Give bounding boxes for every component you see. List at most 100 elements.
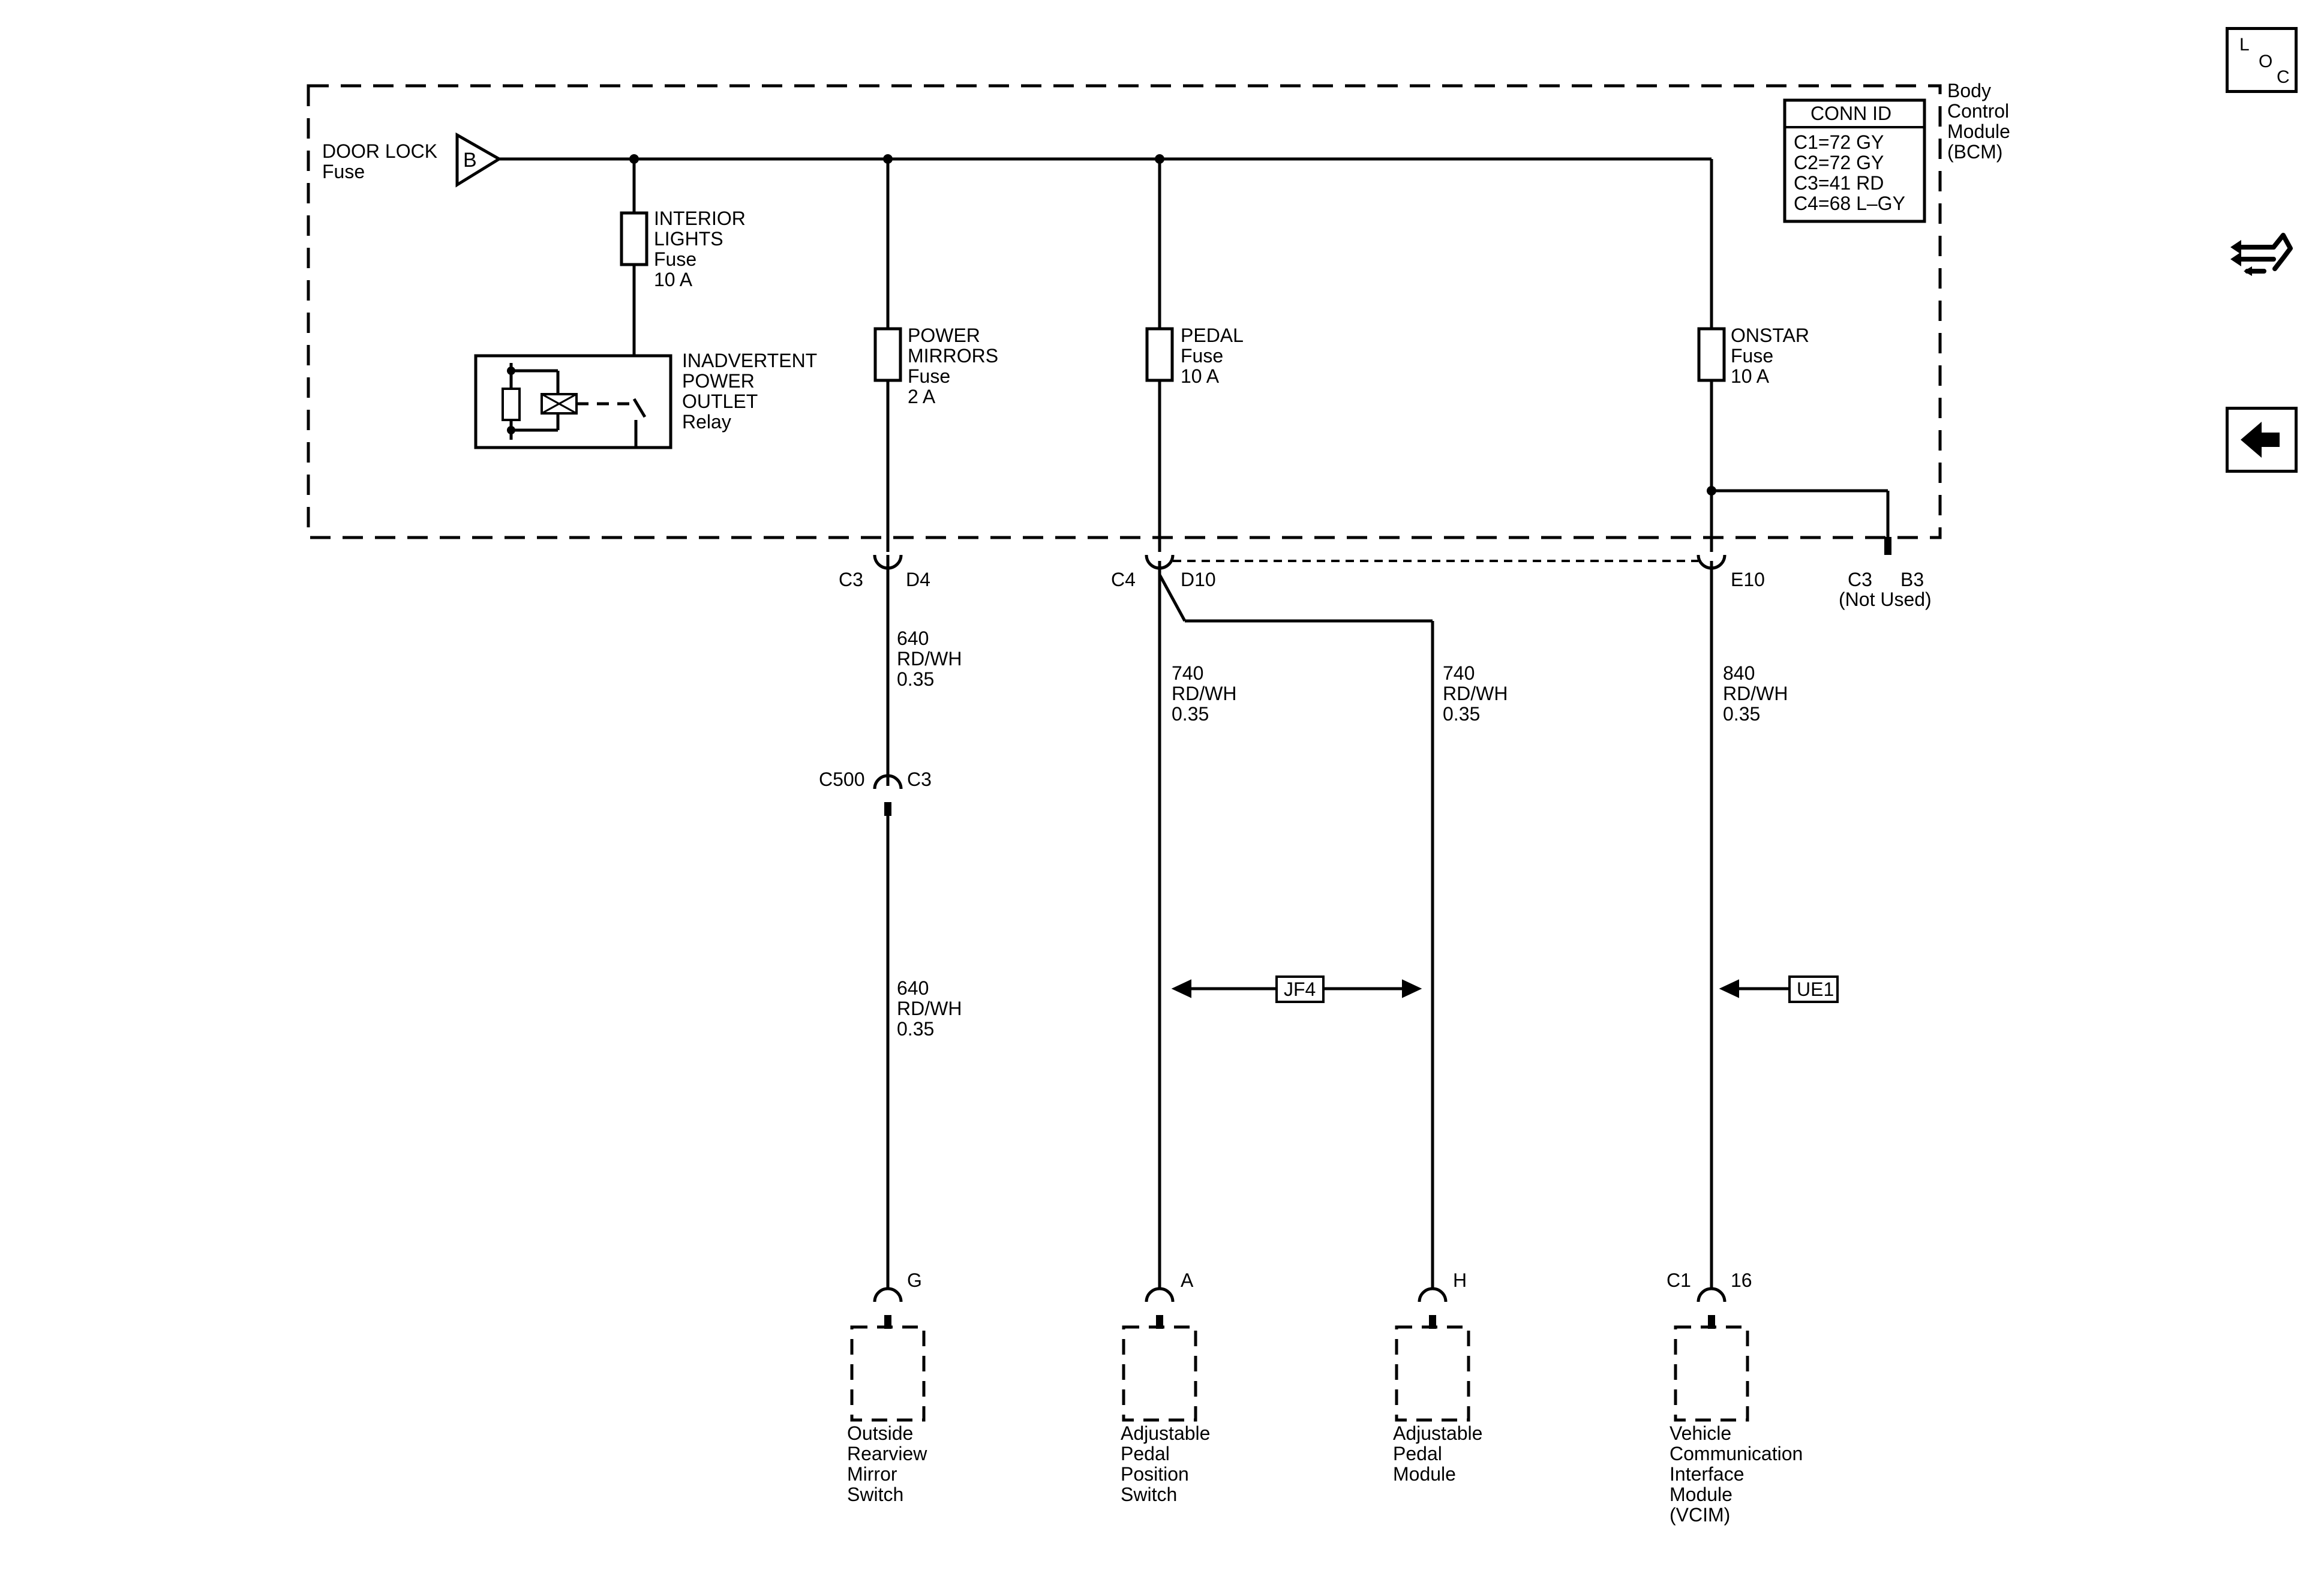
conn-id-c4: C4=68 L–GY — [1794, 193, 1905, 214]
wire-840-gauge: 0.35 — [1723, 703, 1760, 725]
conn-id-table — [1783, 98, 1926, 223]
connector-c4: C4 — [1111, 569, 1136, 590]
mirror-switch-label-3: Mirror — [847, 1463, 897, 1485]
wire-640-gauge-b: 0.35 — [897, 1018, 934, 1040]
mirrors-fuse-label-4: 2 A — [908, 386, 936, 407]
pedal-position-label-2: Pedal — [1121, 1443, 1170, 1464]
mirror-switch-label-2: Rearview — [847, 1443, 927, 1464]
pedal-fuse — [1145, 327, 1174, 382]
pedal-position-label-1: Adjustable — [1121, 1422, 1210, 1444]
loc-button[interactable]: L O C — [2226, 27, 2298, 93]
wire-740-num-b: 740 — [1443, 662, 1475, 684]
connector-c3-unused: C3 — [1848, 569, 1872, 590]
bcm-boundary — [307, 84, 1942, 539]
back-arrow-icon — [2241, 422, 2280, 458]
conn-id-header: CONN ID — [1810, 103, 1891, 124]
pedal-position-switch-box — [1122, 1325, 1197, 1422]
onstar-fuse-label-3: 10 A — [1731, 365, 1770, 387]
conn-id-c3: C3=41 RD — [1794, 172, 1884, 194]
interior-fuse-label-4: 10 A — [654, 269, 693, 290]
vcim-label-5: (VCIM) — [1670, 1504, 1730, 1526]
interior-fuse-label-1: INTERIOR — [654, 208, 746, 229]
pedal-module-label-3: Module — [1393, 1463, 1456, 1485]
onstar-fuse — [1697, 327, 1726, 382]
mirror-switch-label-4: Switch — [847, 1484, 903, 1505]
module-label-2: Control — [1947, 100, 2009, 122]
ue1-ref-box[interactable] — [1788, 975, 1839, 1003]
pedal-module-label-2: Pedal — [1393, 1443, 1442, 1464]
connector-c1: C1 — [1667, 1269, 1691, 1291]
supply-label-1: DOOR LOCK — [322, 140, 437, 162]
interior-fuse-label-2: LIGHTS — [654, 228, 723, 250]
loc-icon-c: C — [2277, 67, 2290, 87]
pin-d10: D10 — [1181, 569, 1216, 590]
wire-740-gauge-b: 0.35 — [1443, 703, 1480, 725]
relay-label-3: OUTLET — [682, 391, 758, 412]
loc-icon-o: O — [2259, 52, 2273, 71]
not-used-label: (Not Used) — [1839, 589, 1932, 610]
module-label-1: Body — [1947, 80, 1991, 101]
conn-id-c2: C2=72 GY — [1794, 152, 1884, 173]
back-button[interactable] — [2226, 407, 2298, 473]
pin-g: G — [907, 1269, 922, 1291]
connector-harness-icon — [2230, 233, 2293, 276]
relay-label-1: INADVERTENT — [682, 350, 817, 371]
connector-c500: C500 — [819, 769, 865, 790]
mirror-switch-box — [850, 1325, 926, 1422]
wire-740-color-b: RD/WH — [1443, 683, 1508, 704]
pedal-module-label-1: Adjustable — [1393, 1422, 1482, 1444]
power-mirrors-fuse — [873, 327, 902, 382]
pedal-position-label-4: Switch — [1121, 1484, 1177, 1505]
supply-symbol: B — [463, 149, 477, 172]
pedal-module-box — [1395, 1325, 1470, 1422]
interior-fuse-label-3: Fuse — [654, 248, 696, 270]
wire-640-num-b: 640 — [897, 977, 929, 999]
jf4-ref-label[interactable]: JF4 — [1284, 978, 1316, 1000]
relay-label-2: POWER — [682, 370, 755, 392]
onstar-fuse-label-2: Fuse — [1731, 345, 1773, 367]
onstar-fuse-label-1: ONSTAR — [1731, 325, 1809, 346]
vcim-label-1: Vehicle — [1670, 1422, 1731, 1444]
supply-terminal — [455, 132, 502, 188]
vcim-label-4: Module — [1670, 1484, 1733, 1505]
wire-640-color-b: RD/WH — [897, 998, 962, 1019]
conn-id-c1: C1=72 GY — [1794, 131, 1884, 153]
module-label-4: (BCM) — [1947, 141, 2002, 163]
pin-h: H — [1453, 1269, 1467, 1291]
vcim-label-3: Interface — [1670, 1463, 1744, 1485]
mirrors-fuse-label-2: MIRRORS — [908, 345, 998, 367]
pin-d4: D4 — [906, 569, 930, 590]
pedal-position-label-3: Position — [1121, 1463, 1189, 1485]
mirrors-fuse-label-1: POWER — [908, 325, 980, 346]
connector-harness-button[interactable] — [2226, 204, 2298, 276]
pedal-fuse-label-2: Fuse — [1181, 345, 1223, 367]
wire-740-num-a: 740 — [1172, 662, 1203, 684]
wire-640-color-a: RD/WH — [897, 648, 962, 670]
wire-840-color: RD/WH — [1723, 683, 1788, 704]
vcim-box — [1674, 1325, 1749, 1422]
pin-e10: E10 — [1731, 569, 1765, 590]
connector-c3: C3 — [839, 569, 863, 590]
pedal-fuse-label-3: 10 A — [1181, 365, 1220, 387]
pin-16: 16 — [1731, 1269, 1752, 1291]
pin-a: A — [1181, 1269, 1194, 1291]
vcim-label-2: Communication — [1670, 1443, 1803, 1464]
relay-label-4: Relay — [682, 411, 731, 433]
wire-640-gauge-a: 0.35 — [897, 668, 934, 690]
module-label-3: Module — [1947, 121, 2010, 142]
wire-740-gauge-a: 0.35 — [1172, 703, 1209, 725]
mirrors-fuse-label-3: Fuse — [908, 365, 950, 387]
pedal-fuse-label-1: PEDAL — [1181, 325, 1244, 346]
interior-lights-fuse — [620, 211, 648, 266]
pin-c500-c3: C3 — [907, 769, 932, 790]
loc-icon-l: L — [2239, 35, 2250, 55]
wire-840-num: 840 — [1723, 662, 1755, 684]
jf4-ref-box[interactable] — [1275, 975, 1325, 1003]
wire-740-color-a: RD/WH — [1172, 683, 1236, 704]
mirror-switch-label-1: Outside — [847, 1422, 913, 1444]
supply-label-2: Fuse — [322, 161, 365, 182]
wire-640-num-a: 640 — [897, 628, 929, 649]
pin-b3: B3 — [1900, 569, 1924, 590]
ue1-ref-label[interactable]: UE1 — [1797, 978, 1834, 1000]
